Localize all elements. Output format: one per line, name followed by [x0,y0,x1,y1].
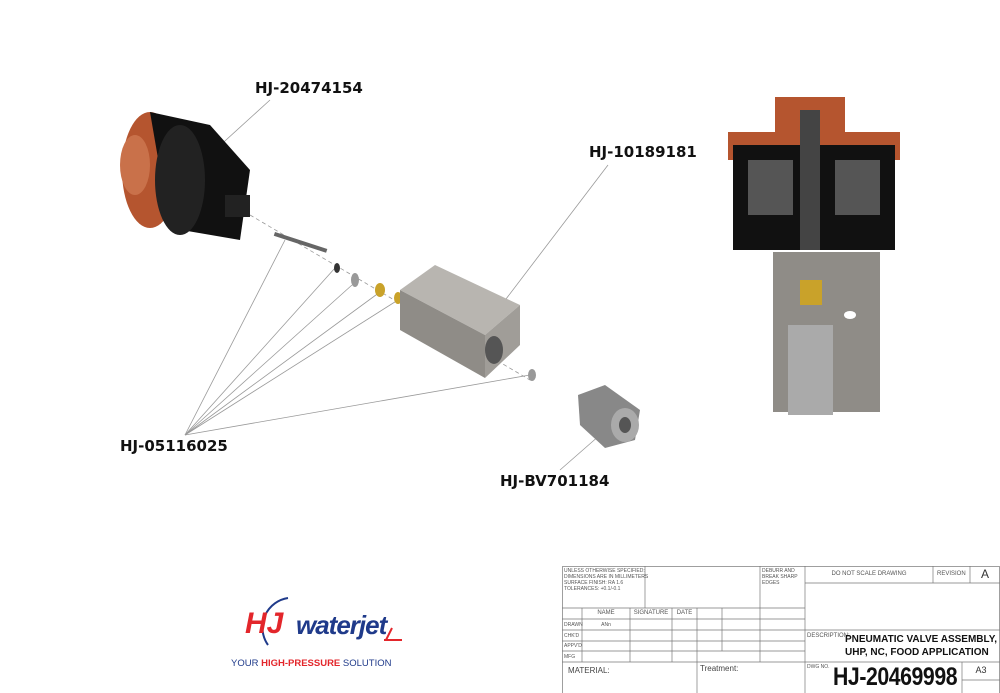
header-name: NAME [597,610,615,616]
note-line: BREAK SHARP [762,574,798,580]
callout-hj-20474154: HJ-20474154 [255,79,363,97]
logo-wordmark: waterjet [296,610,387,640]
section-view [728,97,900,415]
material-label: MATERIAL: [568,666,610,675]
do-not-scale-label: DO NOT SCALE DRAWING [831,571,907,577]
sheet-size: A3 [975,665,987,675]
tagline-highlight: HIGH-PRESSURE [261,658,341,669]
revision-value: A [980,567,989,581]
callout-hj-05116025: HJ-05116025 [120,437,228,455]
logo-swoosh-icon [261,597,402,646]
revision-label: REVISION [937,571,966,577]
header-signature: SIGNATURE [633,610,669,616]
logo-mark: HJ [245,607,284,640]
note-line: DIMENSIONS ARE IN MILLIMETERS [564,574,649,580]
fitting-part [578,385,640,448]
row-mfg: MFG [564,654,576,660]
actuator-part [120,112,250,240]
tagline-part: SOLUTION [340,658,392,669]
callout-hj-bv701184: HJ-BV701184 [500,472,610,490]
treatment-label: Treatment: [700,664,739,673]
description-label: DESCRIPTION: [807,633,850,639]
logo-tagline: YOUR HIGH-PRESSURE SOLUTION [231,658,391,669]
callout-hj-10189181: HJ-10189181 [589,143,697,161]
general-notes: UNLESS OTHERWISE SPECIFIED: DIMENSIONS A… [564,568,648,592]
row-drawn: DRAWN [564,622,583,628]
deburr-note: DEBURR AND BREAK SHARP EDGES [762,568,798,586]
row-checked: CHK'D [564,633,580,639]
note-line: SURFACE FINISH: RA 1.6 [564,580,624,586]
note-line: DEBURR AND [762,568,795,574]
drawing-number: HJ-20469998 [833,663,958,691]
row-approved: APPV'D [564,643,582,649]
note-line: EDGES [762,580,780,586]
valve-block [400,265,520,378]
note-line: TOLERANCES: +0.1/-0.1 [564,586,621,592]
tagline-part: YOUR [231,658,262,669]
description-line: PNEUMATIC VALVE ASSEMBLY, [845,634,998,645]
title-block: UNLESS OTHERWISE SPECIFIED: DIMENSIONS A… [562,566,1000,693]
description: PNEUMATIC VALVE ASSEMBLY, UHP, NC, FOOD … [845,633,997,659]
dwg-no-label: DWG NO. [807,664,830,670]
description-line: UHP, NC, FOOD APPLICATION [845,647,989,658]
note-line: UNLESS OTHERWISE SPECIFIED: [564,568,645,574]
drawn-name: ANn [601,622,611,628]
company-logo: HJ waterjet YOUR HIGH-PRESSURE SOLUTION [228,590,408,675]
leader-lines [184,99,609,471]
header-date: DATE [676,610,693,616]
